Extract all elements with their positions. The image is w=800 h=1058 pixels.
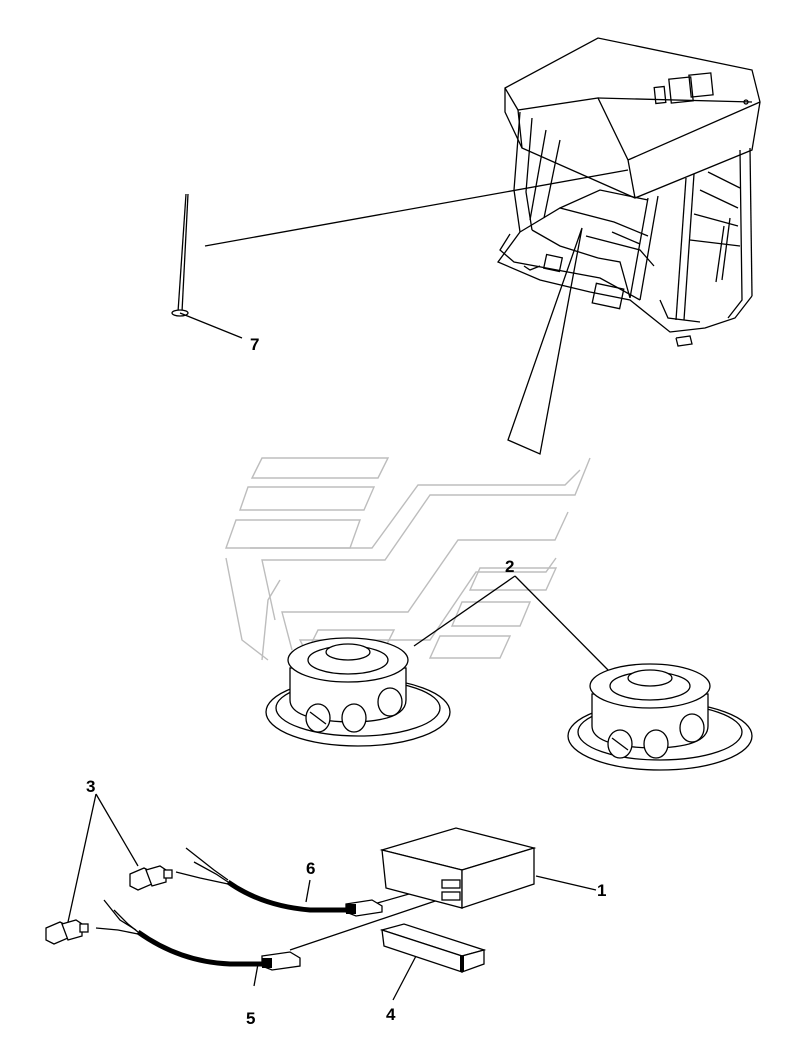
radio-unit bbox=[379, 827, 537, 909]
label-part-3: 3 bbox=[86, 777, 95, 796]
leader-lines bbox=[67, 169, 629, 1001]
speaker-harness-lower bbox=[45, 899, 301, 971]
label-part-7: 7 bbox=[250, 335, 259, 354]
speaker-right bbox=[567, 663, 753, 771]
speaker-left bbox=[265, 637, 451, 747]
label-part-2: 2 bbox=[505, 557, 514, 576]
antenna-illustration bbox=[171, 193, 189, 317]
cab-illustration bbox=[496, 37, 761, 347]
label-part-5: 5 bbox=[246, 1009, 255, 1028]
label-part-6: 6 bbox=[306, 859, 315, 878]
watermark-logo bbox=[225, 457, 591, 661]
label-part-4: 4 bbox=[386, 1005, 396, 1024]
mounting-bracket bbox=[379, 923, 487, 973]
label-part-1: 1 bbox=[597, 881, 606, 900]
speaker-harness-upper bbox=[129, 847, 383, 917]
